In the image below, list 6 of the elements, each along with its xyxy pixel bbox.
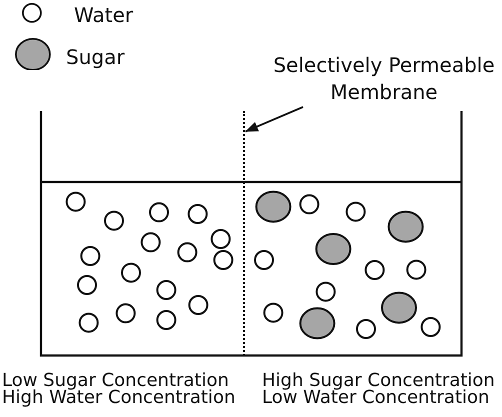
leader-arrow: [245, 106, 304, 132]
legend-text: Sugar: [66, 45, 125, 69]
concentration-label: Low Sugar Concentration High Water Concentration: [2, 372, 236, 406]
legend-text: Water: [74, 3, 134, 27]
callout-label: Selectively Permeable Membrane: [272, 52, 496, 106]
concentration-label: High Sugar Concentration Low Water Concentration: [262, 372, 496, 406]
